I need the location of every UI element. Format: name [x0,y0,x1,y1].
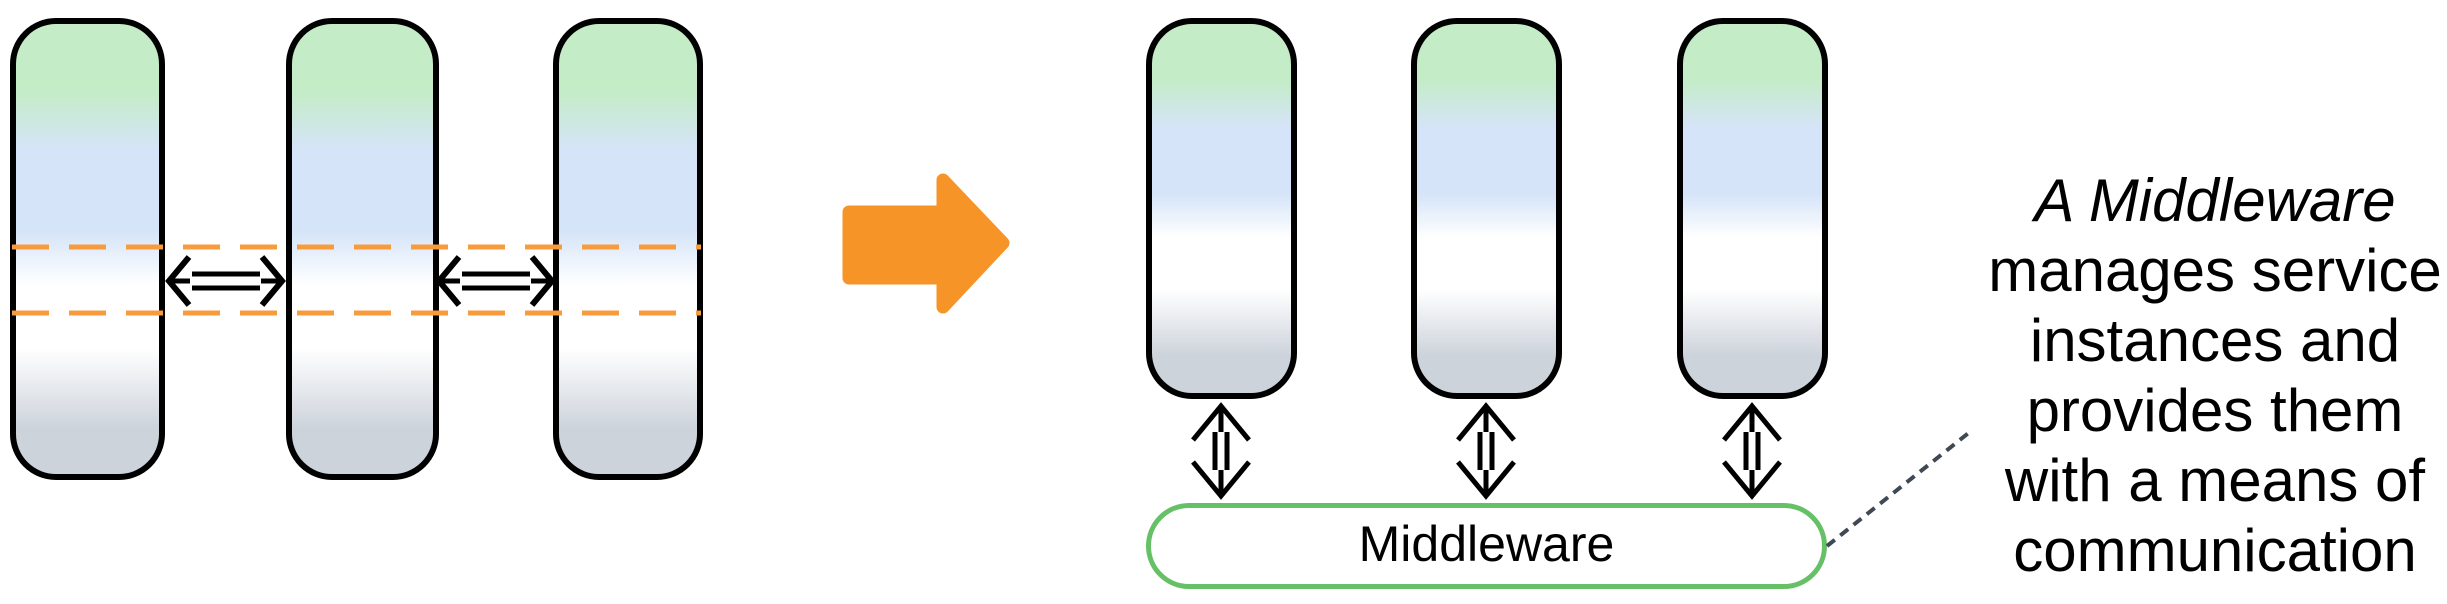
middleware-box: Middleware [1146,503,1827,589]
middleware-label: Middleware [1358,516,1615,572]
service-instance-pill [10,18,165,480]
exchange-arrow-icon [435,255,556,307]
transform-arrow-icon [842,173,1010,314]
annotation-line: A Middleware [2034,167,2396,234]
service-instance-pill [1411,18,1562,399]
exchange-arrow-icon [165,255,286,307]
service-instance-pill [553,18,703,480]
service-instance-pill [1146,18,1297,399]
annotation-line: instances and [2029,307,2401,374]
link-arrow-icon [1456,402,1516,500]
middleware-annotation: A Middleware manages service instances a… [1980,166,2447,586]
annotation-line: with a means of [2004,447,2426,514]
annotation-connector-line [1825,429,1973,548]
service-instance-pill [286,18,439,480]
annotation-line: communication [2013,517,2417,584]
annotation-line: provides them [2026,377,2404,444]
link-arrow-icon [1722,402,1782,500]
service-instance-pill [1677,18,1828,399]
annotation-line: manages service [1988,237,2442,304]
link-arrow-icon [1191,402,1251,500]
